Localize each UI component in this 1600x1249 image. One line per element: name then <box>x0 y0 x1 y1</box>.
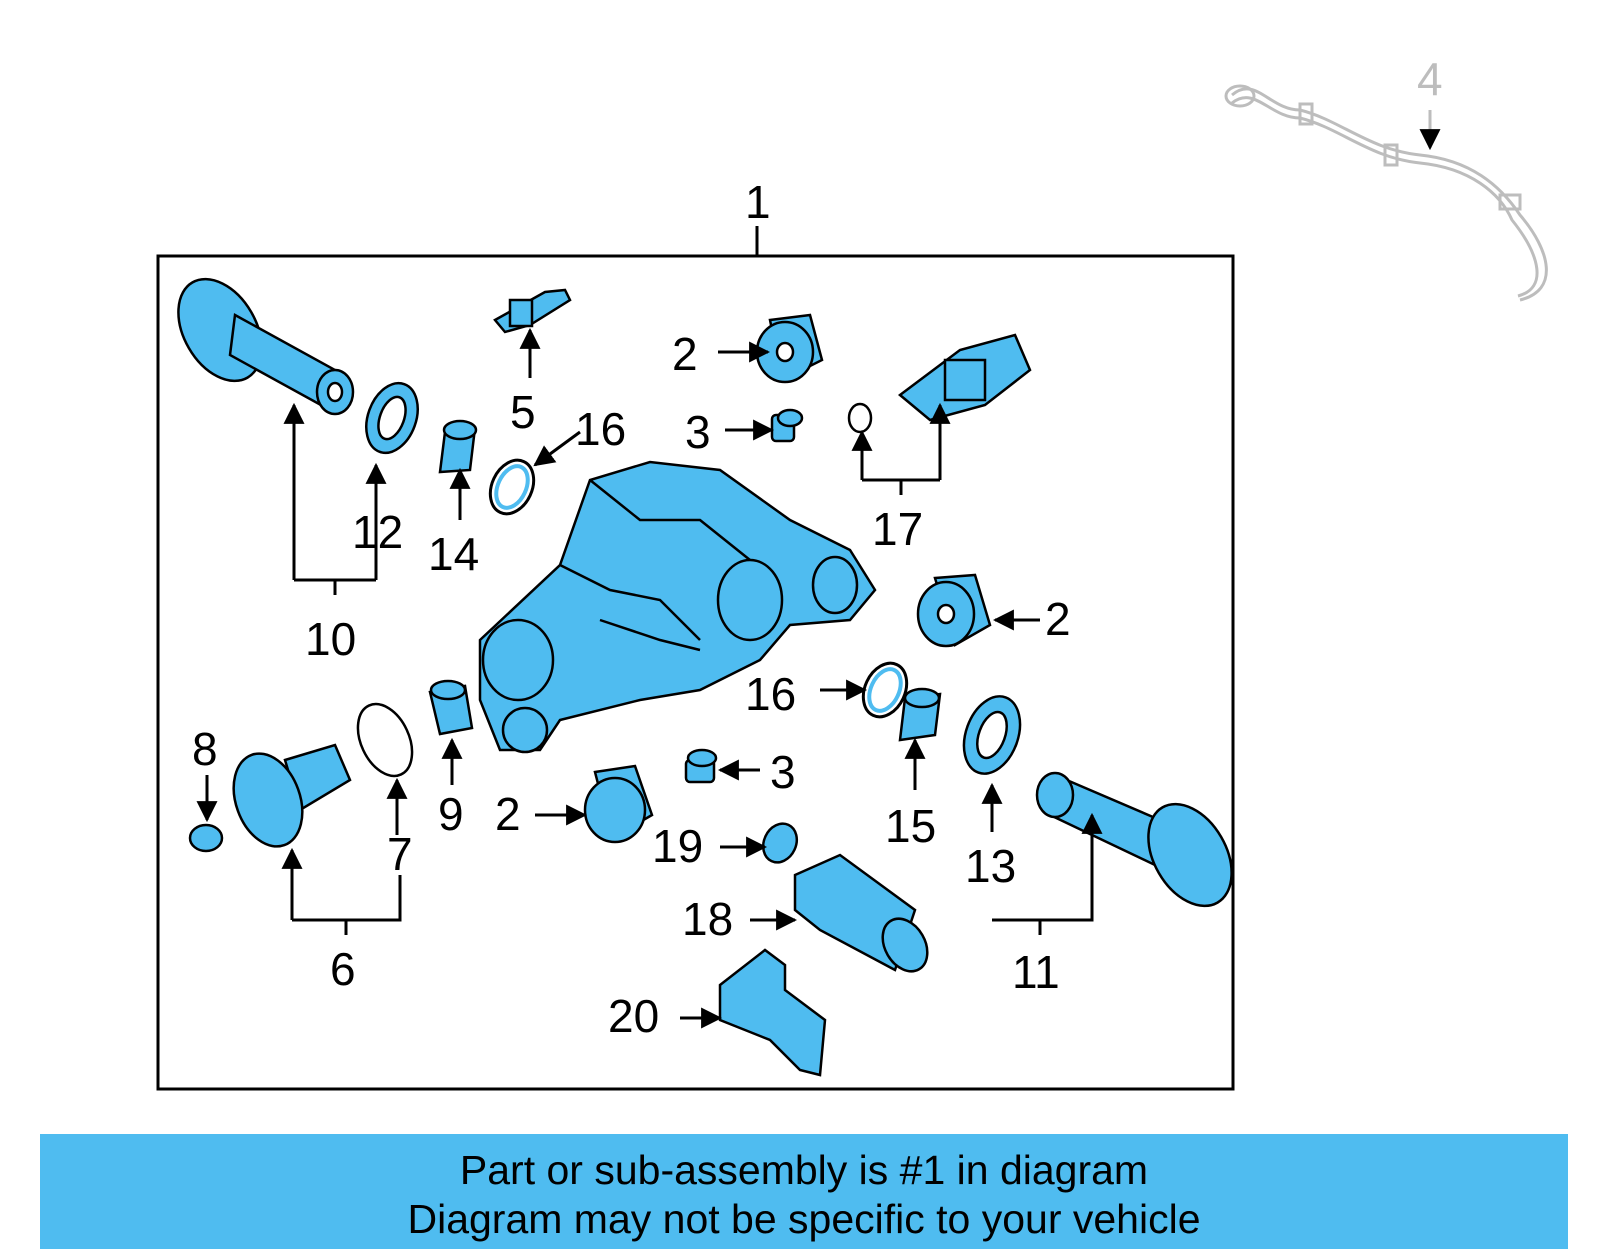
callout-11: 11 <box>1012 946 1060 998</box>
callout-7: 7 <box>387 828 413 880</box>
callout-5: 5 <box>510 386 536 438</box>
part-1-differential-housing <box>478 460 877 754</box>
callout-12: 12 <box>352 506 403 558</box>
part-20-bracket <box>718 948 827 1077</box>
part-17-vent <box>897 333 1032 422</box>
part-11-output-shaft-right <box>1035 771 1233 908</box>
part-15-bushing <box>898 687 942 742</box>
callout-3-upper: 3 <box>685 406 711 458</box>
part-7-gasket <box>356 702 414 778</box>
part-5-sensor <box>493 288 572 334</box>
info-banner: Part or sub-assembly is #1 in diagram Di… <box>40 1134 1568 1249</box>
part-2-mount-right <box>916 573 992 648</box>
part-17-o-ring <box>847 402 873 434</box>
callout-2-lower: 2 <box>495 788 521 840</box>
part-10-output-shaft-left <box>177 277 355 416</box>
callout-15: 15 <box>885 800 936 852</box>
callout-14: 14 <box>428 528 479 580</box>
callout-4: 4 <box>1417 53 1443 105</box>
banner-line-2: Diagram may not be specific to your vehi… <box>407 1196 1201 1242</box>
callout-9: 9 <box>438 788 464 840</box>
part-13-seal <box>962 695 1022 775</box>
part-3-plug-lower <box>684 748 718 784</box>
callout-19: 19 <box>652 820 703 872</box>
part-12-seal <box>365 381 419 455</box>
callout-8: 8 <box>192 723 218 775</box>
callout-2-right: 2 <box>1045 593 1071 645</box>
part-14-bushing <box>438 419 478 474</box>
callout-20: 20 <box>608 990 659 1042</box>
callout-16-upper: 16 <box>575 403 626 455</box>
part-16-snap-ring-upper <box>488 458 536 516</box>
callout-3-lower: 3 <box>770 746 796 798</box>
part-9-bushing <box>428 679 474 736</box>
part-2-mount-upper <box>755 313 824 384</box>
part-19-o-ring <box>761 822 799 864</box>
callout-2-upper: 2 <box>672 328 698 380</box>
leader-lines <box>196 327 1103 1029</box>
part-2-mount-lower <box>583 764 654 844</box>
callout-13: 13 <box>965 840 1016 892</box>
callout-18: 18 <box>682 893 733 945</box>
callout-10: 10 <box>305 613 356 665</box>
part-18-actuator-motor <box>793 853 929 973</box>
assembly-frame <box>156 254 1235 1091</box>
banner-line-1: Part or sub-assembly is #1 in diagram <box>459 1147 1149 1193</box>
part-3-plug-upper <box>770 408 804 443</box>
callout-1: 1 <box>745 176 771 228</box>
callout-6: 6 <box>330 943 356 995</box>
callout-17: 17 <box>872 503 923 555</box>
part-4-wire-harness <box>1224 84 1548 302</box>
part-6-flange <box>232 743 352 848</box>
callout-16-lower: 16 <box>745 668 796 720</box>
part-8-nut <box>188 823 224 853</box>
